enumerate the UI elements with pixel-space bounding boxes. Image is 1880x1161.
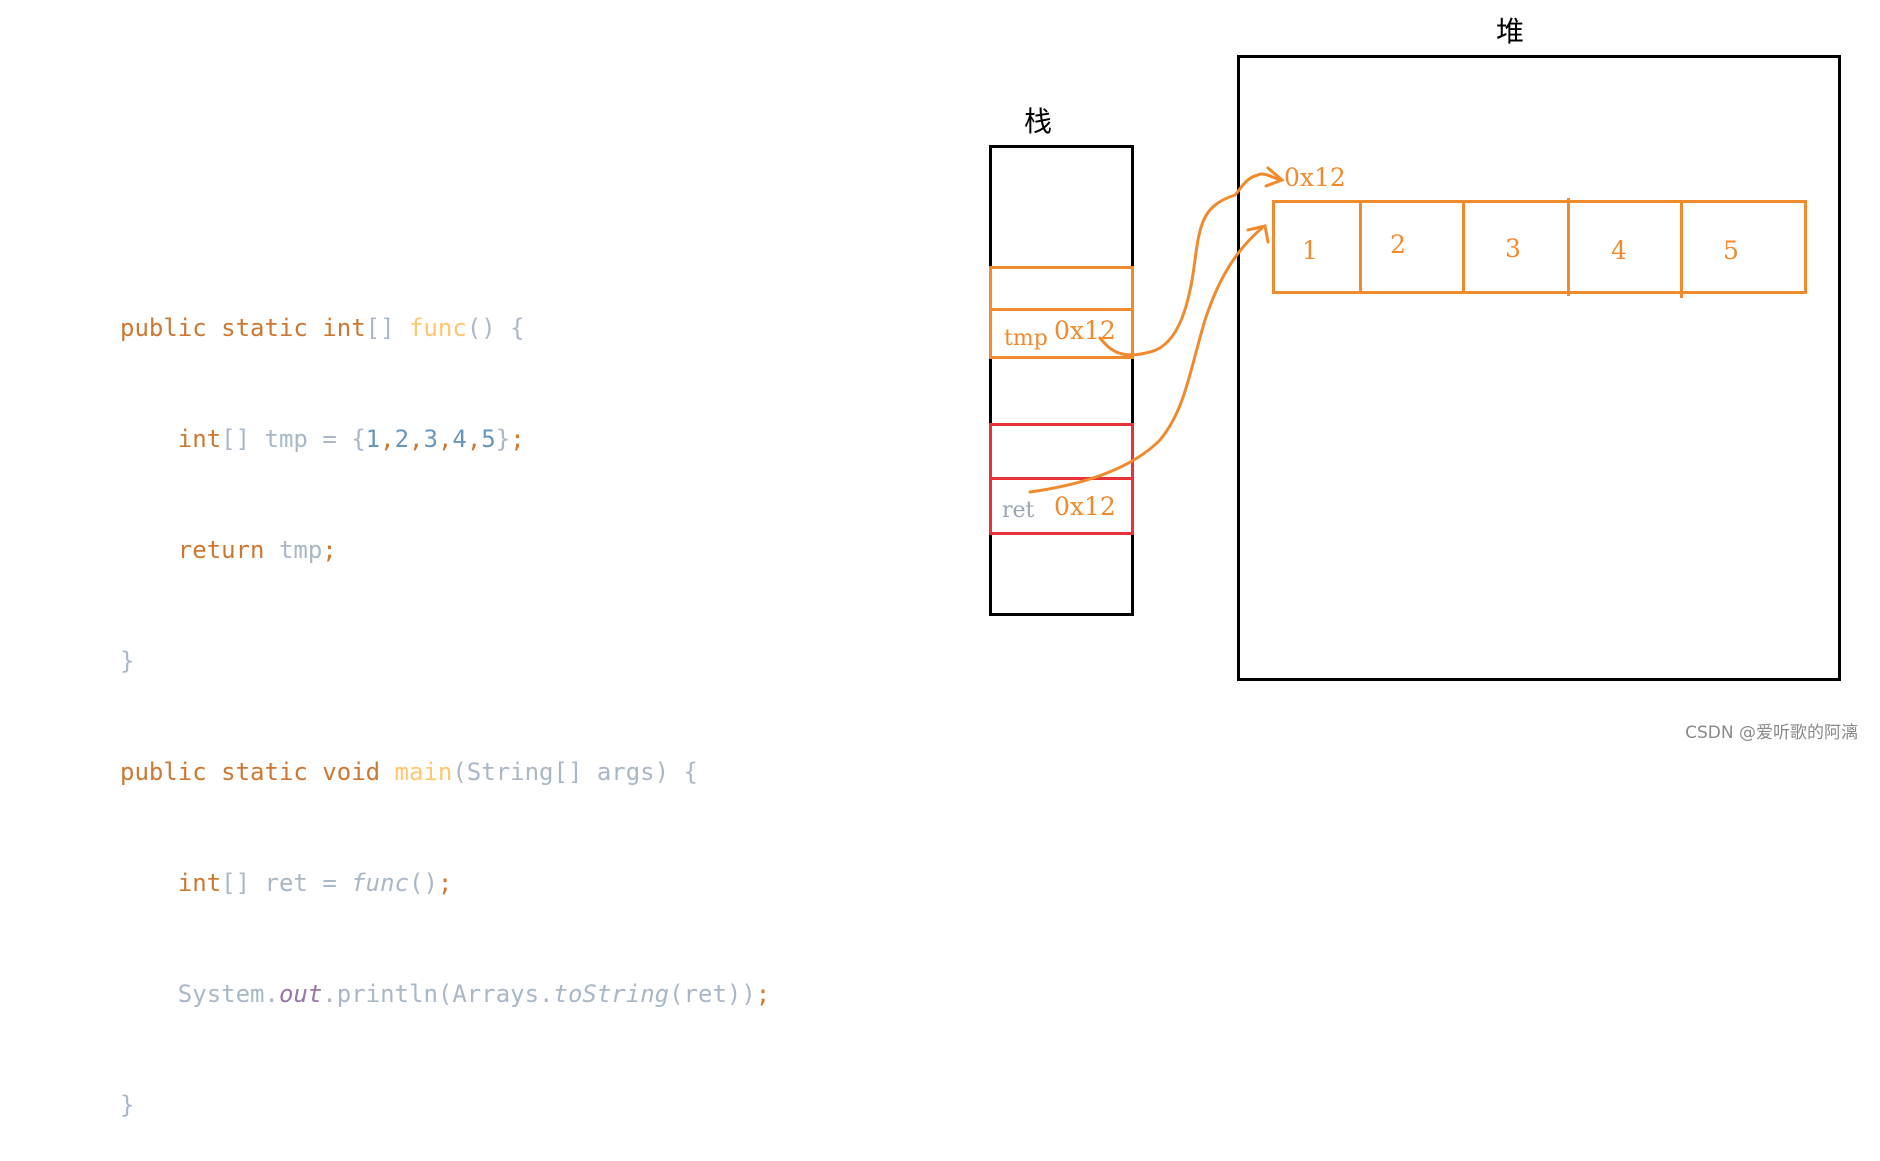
code-line-6: int[] ret = func(); bbox=[177, 869, 453, 897]
heap-box bbox=[1237, 55, 1841, 681]
code-line-4: } bbox=[120, 647, 135, 675]
stack-box bbox=[989, 145, 1134, 616]
array-cell-5: 5 bbox=[1723, 236, 1739, 265]
code-line-7: System.out.println(Arrays.toString(ret))… bbox=[177, 980, 771, 1008]
heap-array bbox=[1272, 200, 1807, 294]
array-divider bbox=[1462, 200, 1465, 294]
stack-label: 栈 bbox=[1024, 105, 1053, 138]
ret-pointer-arrowhead bbox=[1246, 224, 1270, 244]
tmp-pointer-arrowhead bbox=[1264, 166, 1285, 188]
array-divider bbox=[1359, 200, 1362, 294]
tmp-slot bbox=[989, 308, 1134, 359]
pointer-arrows bbox=[1028, 166, 1285, 494]
array-cell-3: 3 bbox=[1505, 234, 1521, 263]
array-cell-2: 2 bbox=[1390, 230, 1406, 259]
watermark: CSDN @爱听歌的阿漓 bbox=[1685, 723, 1858, 743]
code-line-8: } bbox=[120, 1091, 135, 1119]
tmp-pointer-arrow bbox=[1098, 172, 1282, 357]
heap-label: 堆 bbox=[1496, 15, 1525, 48]
ret-var-name: ret bbox=[1002, 498, 1035, 523]
ret-pointer-arrow bbox=[1028, 226, 1264, 494]
ret-var-value: 0x12 bbox=[1054, 492, 1116, 521]
array-divider bbox=[1567, 198, 1570, 296]
code-line-1: public static int[] func() { bbox=[120, 314, 525, 342]
ret-slot bbox=[989, 477, 1134, 535]
code-line-5: public static void main(String[] args) { bbox=[120, 758, 698, 786]
code-line-3: return tmp; bbox=[177, 536, 337, 564]
code-line-2: int[] tmp = {1,2,3,4,5}; bbox=[177, 425, 525, 453]
array-divider bbox=[1680, 200, 1683, 298]
array-cell-4: 4 bbox=[1611, 236, 1627, 265]
array-cell-1: 1 bbox=[1302, 236, 1318, 265]
heap-address-label: 0x12 bbox=[1284, 163, 1346, 192]
tmp-var-name: tmp bbox=[1004, 326, 1048, 351]
tmp-var-value: 0x12 bbox=[1054, 316, 1116, 345]
